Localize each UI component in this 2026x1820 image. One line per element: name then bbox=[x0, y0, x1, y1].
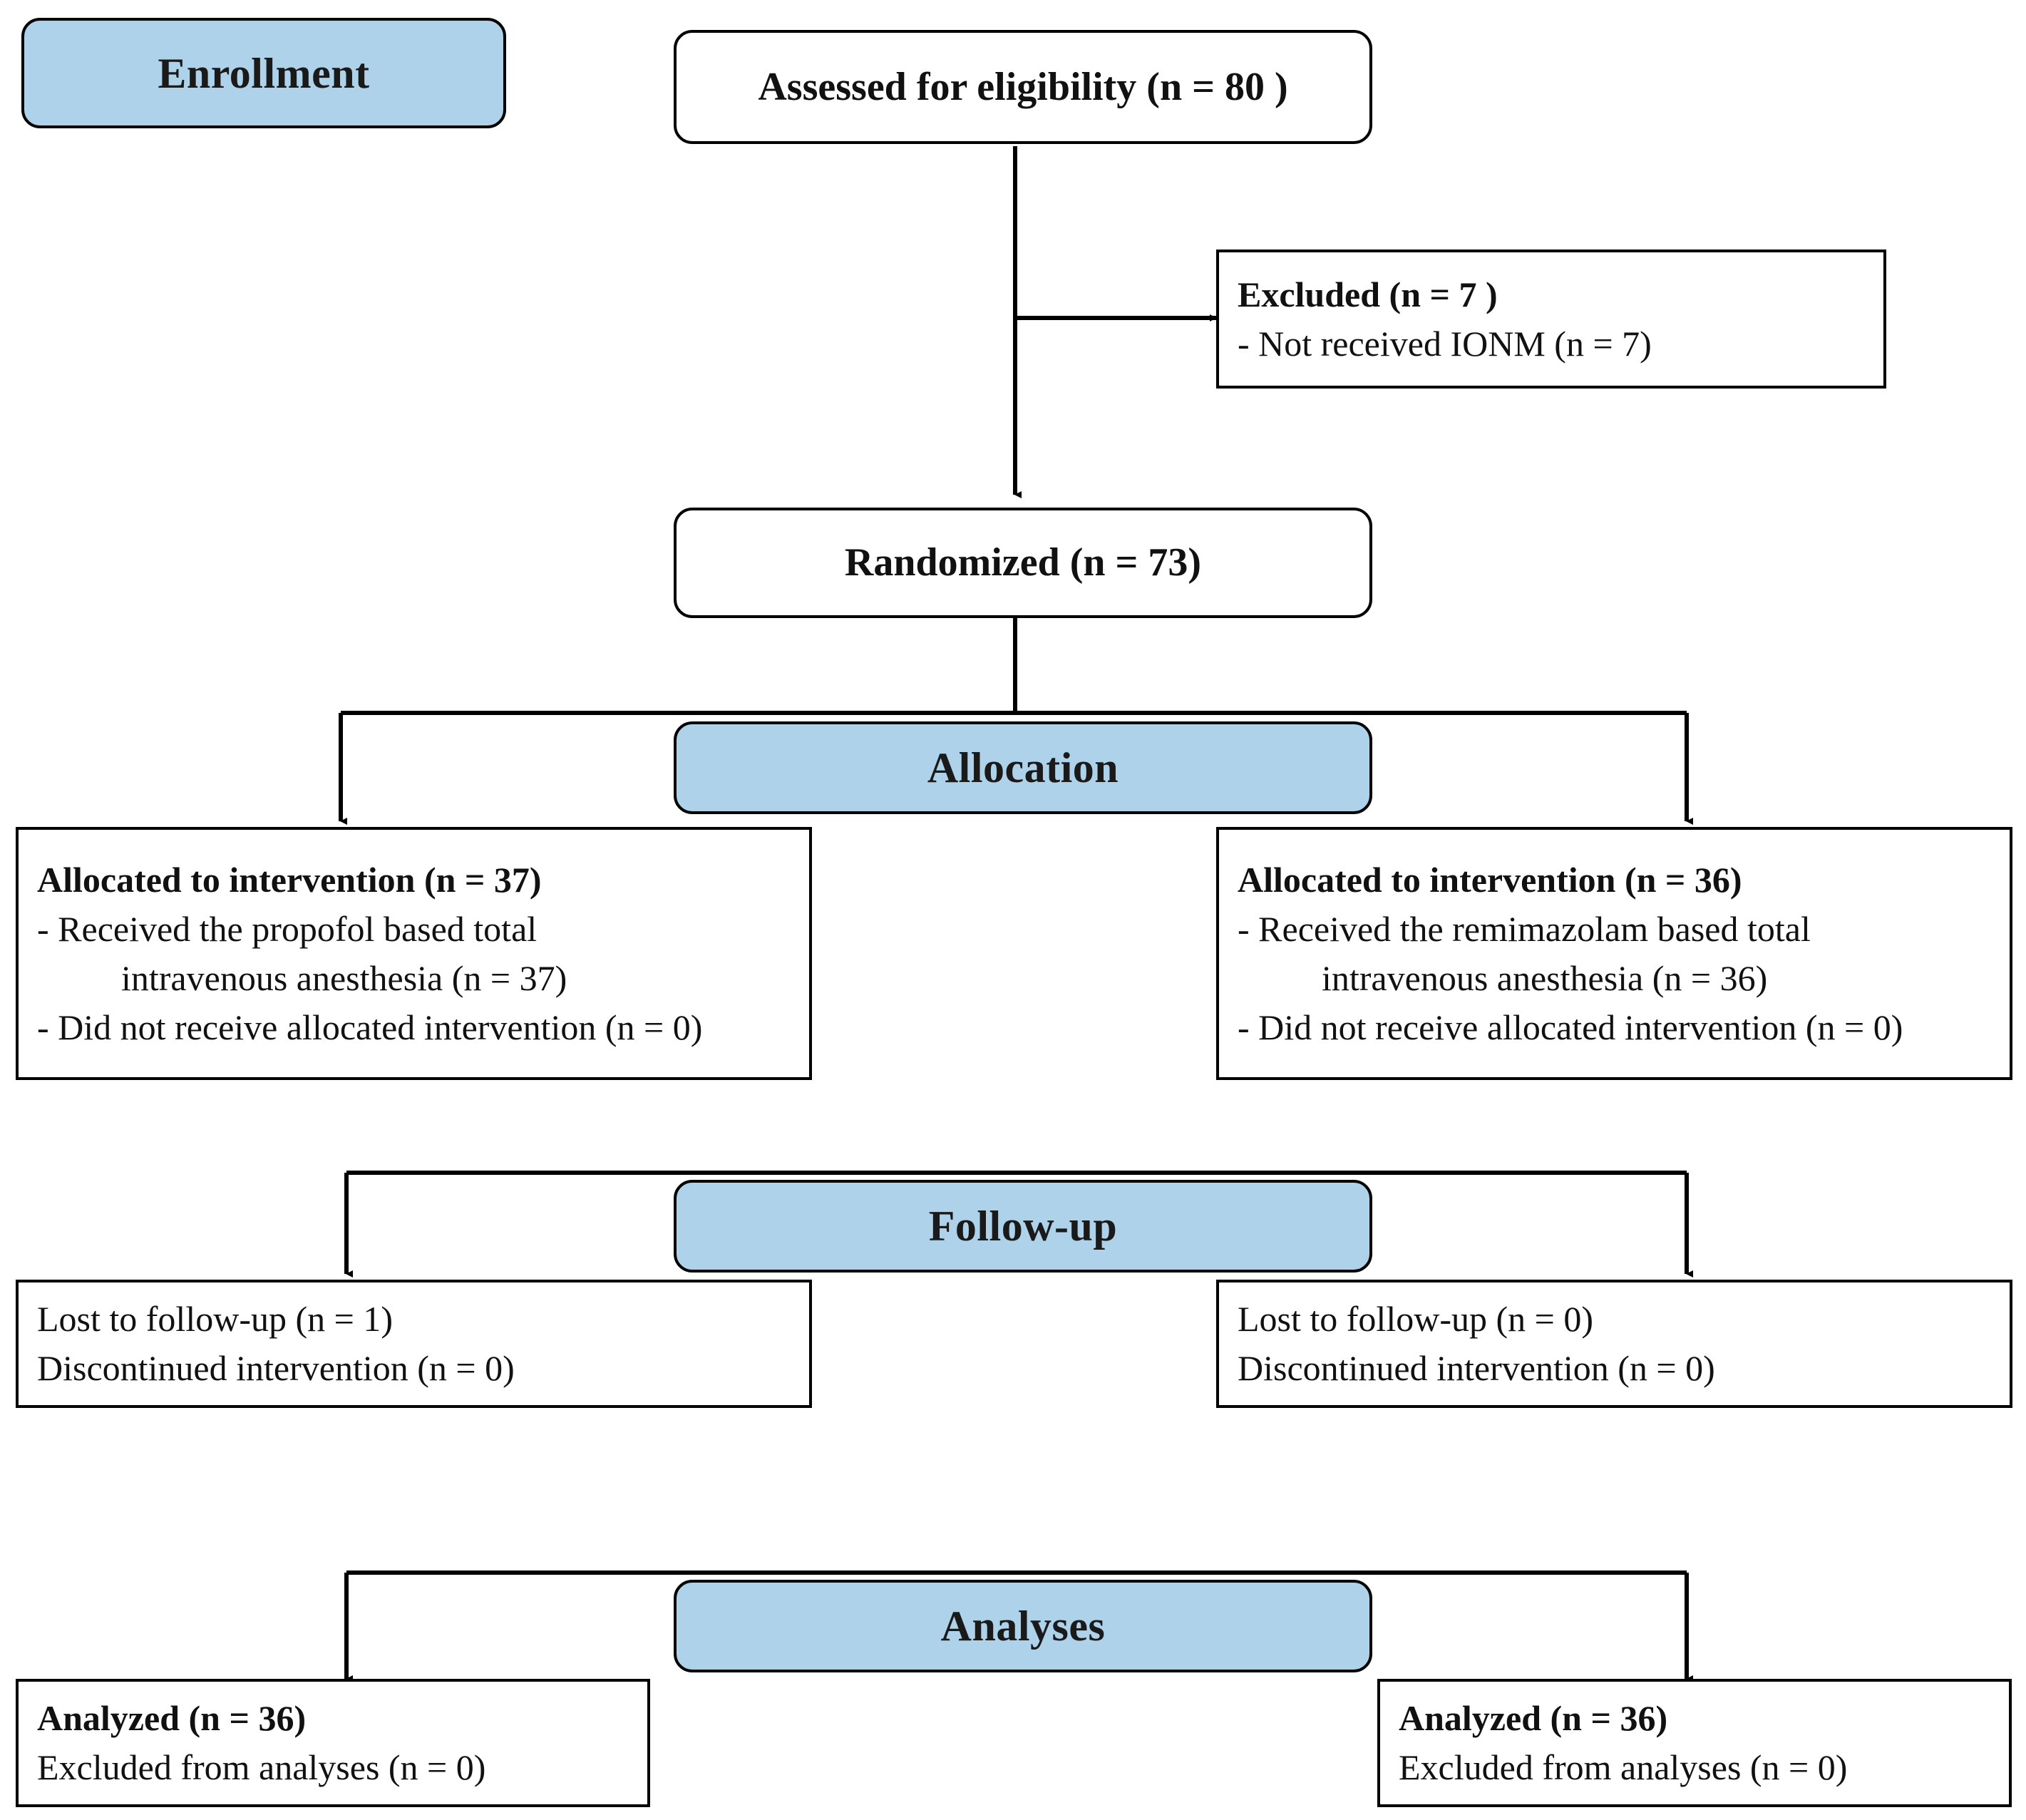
analyses-left-body: Analyzed (n = 36) Excluded from analyses… bbox=[19, 1694, 647, 1792]
analyses-right-body: Analyzed (n = 36) Excluded from analyses… bbox=[1380, 1694, 2009, 1792]
allocation-right-line3: - Did not receive allocated intervention… bbox=[1238, 1007, 1903, 1047]
allocation-left-line3: - Did not receive allocated intervention… bbox=[37, 1007, 703, 1047]
stage-label-followup-text: Follow-up bbox=[928, 1203, 1118, 1250]
stage-label-allocation: Allocation bbox=[674, 721, 1372, 814]
node-followup-right: Lost to follow-up (n = 0) Discontinued i… bbox=[1216, 1280, 2012, 1408]
followup-right-body: Lost to follow-up (n = 0) Discontinued i… bbox=[1219, 1295, 2010, 1393]
allocation-right-line2: intravenous anesthesia (n = 36) bbox=[1322, 957, 1768, 998]
followup-left-line1: Lost to follow-up (n = 1) bbox=[37, 1299, 393, 1339]
node-analyses-right: Analyzed (n = 36) Excluded from analyses… bbox=[1377, 1679, 2012, 1807]
stage-label-followup: Follow-up bbox=[674, 1180, 1372, 1273]
assessed-for-eligibility-text: Assessed for eligibility (n = 80 ) bbox=[758, 64, 1288, 109]
followup-right-line2: Discontinued intervention (n = 0) bbox=[1238, 1348, 1715, 1388]
node-followup-left: Lost to follow-up (n = 1) Discontinued i… bbox=[16, 1280, 812, 1408]
excluded-reason: - Not received IONM (n = 7) bbox=[1238, 323, 1652, 364]
allocation-left-line1: - Received the propofol based total bbox=[37, 908, 538, 949]
excluded-title: Excluded (n = 7 ) bbox=[1238, 274, 1498, 314]
allocation-left-title: Allocated to intervention (n = 37) bbox=[37, 859, 542, 900]
followup-left-line2: Discontinued intervention (n = 0) bbox=[37, 1348, 515, 1388]
node-assessed-for-eligibility: Assessed for eligibility (n = 80 ) bbox=[674, 30, 1372, 144]
stage-label-analyses-text: Analyses bbox=[940, 1603, 1106, 1650]
analyses-right-line1: Analyzed (n = 36) bbox=[1399, 1698, 1668, 1738]
stage-label-enrollment-text: Enrollment bbox=[158, 49, 370, 97]
stage-label-allocation-text: Allocation bbox=[927, 744, 1119, 791]
node-allocation-left: Allocated to intervention (n = 37) - Rec… bbox=[16, 827, 812, 1080]
followup-right-line1: Lost to follow-up (n = 0) bbox=[1238, 1299, 1593, 1339]
node-allocation-right: Allocated to intervention (n = 36) - Rec… bbox=[1216, 827, 2012, 1080]
allocation-left-body: Allocated to intervention (n = 37) - Rec… bbox=[19, 855, 809, 1052]
analyses-left-line1: Analyzed (n = 36) bbox=[37, 1698, 307, 1738]
allocation-right-body: Allocated to intervention (n = 36) - Rec… bbox=[1219, 855, 2010, 1052]
allocation-right-title: Allocated to intervention (n = 36) bbox=[1238, 859, 1742, 900]
followup-left-body: Lost to follow-up (n = 1) Discontinued i… bbox=[19, 1295, 809, 1393]
excluded-body: Excluded (n = 7 ) - Not received IONM (n… bbox=[1219, 270, 1883, 369]
node-randomized: Randomized (n = 73) bbox=[674, 508, 1372, 618]
stage-label-enrollment: Enrollment bbox=[21, 18, 506, 128]
analyses-right-line2: Excluded from analyses (n = 0) bbox=[1399, 1747, 1848, 1787]
analyses-left-line2: Excluded from analyses (n = 0) bbox=[37, 1747, 486, 1787]
node-analyses-left: Analyzed (n = 36) Excluded from analyses… bbox=[16, 1679, 650, 1807]
allocation-right-line1: - Received the remimazolam based total bbox=[1238, 908, 1811, 949]
allocation-left-line2: intravenous anesthesia (n = 37) bbox=[121, 957, 567, 998]
randomized-text: Randomized (n = 73) bbox=[844, 540, 1202, 585]
stage-label-analyses: Analyses bbox=[674, 1580, 1372, 1672]
node-excluded: Excluded (n = 7 ) - Not received IONM (n… bbox=[1216, 250, 1886, 389]
